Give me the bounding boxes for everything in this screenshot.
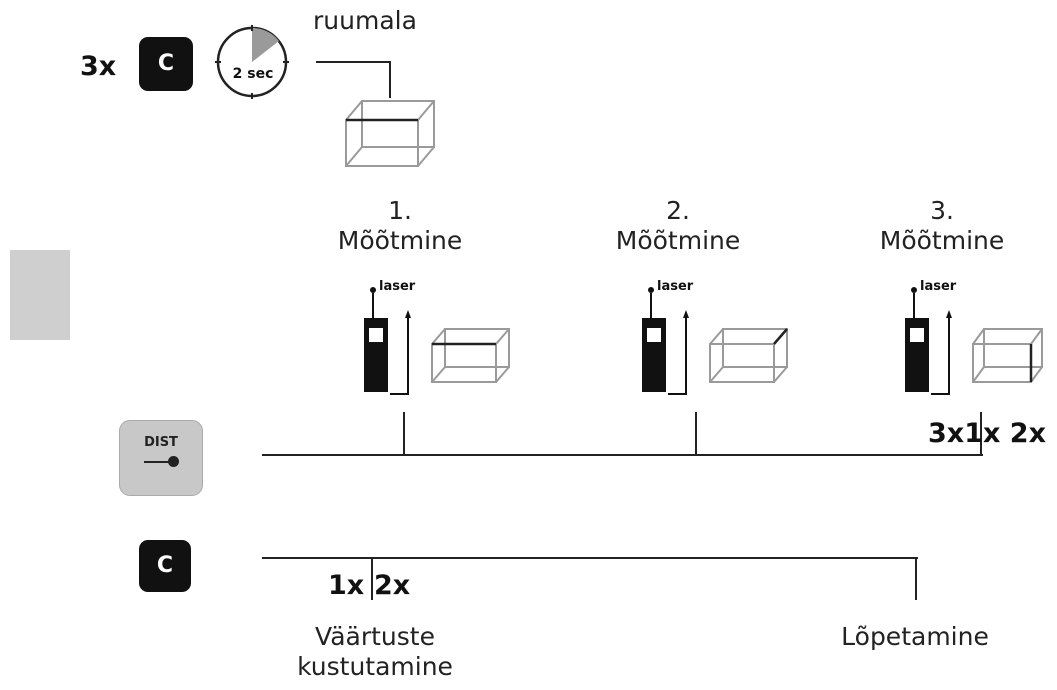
top-count: 3x — [80, 51, 117, 82]
laser-label: laser — [920, 279, 957, 294]
measurement-number: 1. — [388, 196, 412, 225]
timer-label: 2 sec — [232, 66, 274, 82]
box-measure-width-icon — [709, 328, 788, 383]
volume-label: ruumala — [313, 6, 417, 35]
volume-connector-line — [316, 61, 391, 98]
clear-count-2: 2x — [374, 570, 411, 601]
measurement-text: Mõõtmine — [879, 226, 1005, 255]
clear-values-line-1: Väärtuste — [315, 622, 435, 651]
laser-device-icon — [905, 287, 952, 395]
box-measure-length-icon — [431, 328, 510, 383]
clear-values-line-2: kustutamine — [297, 652, 453, 681]
dist-key-button: DIST — [119, 420, 203, 496]
dist-timeline — [262, 412, 983, 456]
dist-end-count: 3x1x 2x — [928, 418, 1047, 449]
measurement-number: 3. — [930, 196, 954, 225]
box-measure-height-icon — [972, 328, 1043, 383]
side-marker — [10, 250, 70, 340]
laser-label: laser — [657, 279, 694, 294]
clear-count-1: 1x — [328, 570, 365, 601]
measurement-3-label: 3. Mõõtmine — [862, 196, 1022, 256]
measurement-2-label: 2. Mõõtmine — [598, 196, 758, 256]
measurement-number: 2. — [666, 196, 690, 225]
dist-key-label: DIST — [144, 435, 178, 450]
c-key-button: C — [139, 540, 191, 592]
measurement-1-label: 1. Mõõtmine — [320, 196, 480, 256]
dist-key-dot — [168, 456, 179, 467]
laser-device-icon — [642, 287, 689, 395]
end-label: Lõpetamine — [841, 622, 989, 651]
c-key-button: C — [139, 37, 193, 91]
laser-label: laser — [379, 279, 416, 294]
laser-device-icon — [364, 287, 411, 395]
clear-timeline — [262, 557, 918, 600]
timer-icon — [215, 25, 289, 99]
dist-key-line — [144, 461, 170, 463]
measurement-text: Mõõtmine — [337, 226, 463, 255]
measurement-text: Mõõtmine — [615, 226, 741, 255]
volume-box-icon — [345, 100, 435, 167]
clear-values-label: Väärtuste kustutamine — [290, 622, 460, 682]
